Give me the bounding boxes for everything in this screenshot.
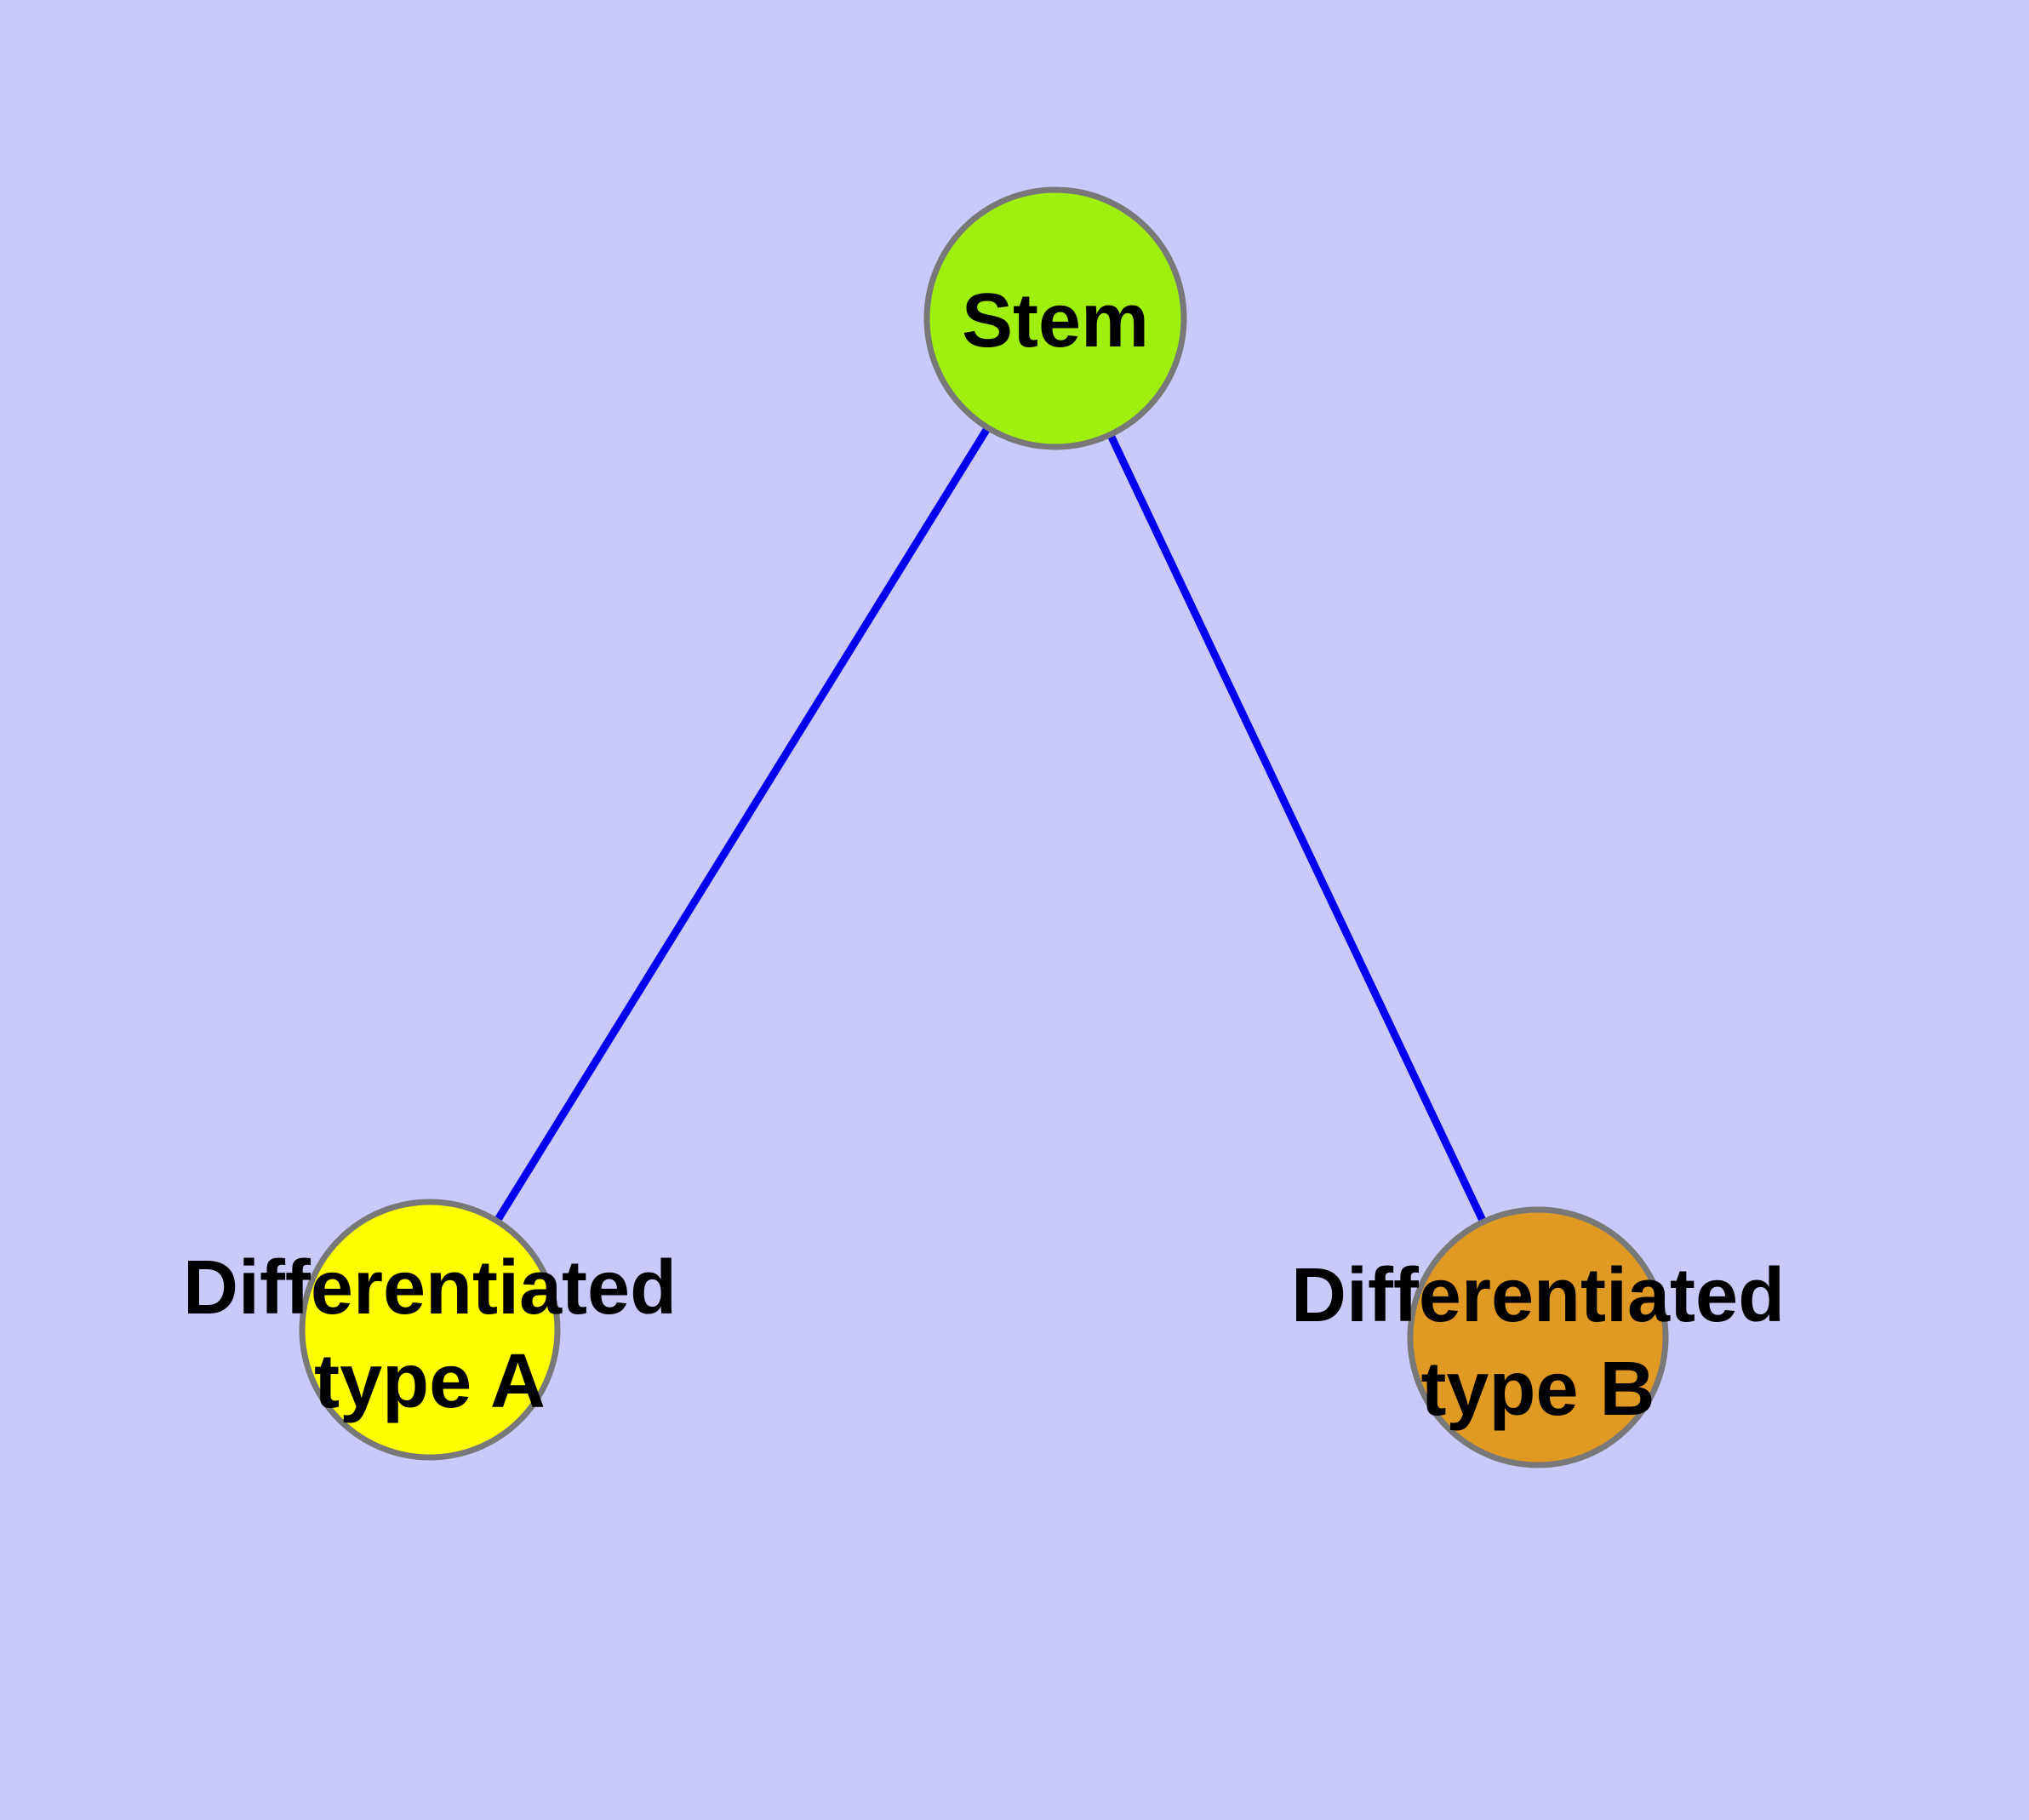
node-type-a-label-line-1: Differentiated: [182, 1245, 677, 1331]
node-stem-circle: [923, 186, 1187, 450]
node-type-b-label-line-2: type B: [1420, 1347, 1655, 1432]
node-type-a-circle: [299, 1199, 561, 1461]
node-type-a-label: Differentiated type A: [183, 1241, 677, 1428]
edge-stem-to-type-b: [1051, 317, 1542, 1339]
node-stem-label: Stem: [961, 278, 1150, 363]
node-type-b-label-line-1: Differentiated: [1290, 1253, 1786, 1338]
node-type-a-label-line-2: type A: [314, 1339, 546, 1424]
node-type-b-label: Differentiated type B: [1291, 1249, 1785, 1436]
node-type-b-circle: [1407, 1206, 1669, 1468]
edge-stem-to-type-a: [426, 316, 1059, 1332]
